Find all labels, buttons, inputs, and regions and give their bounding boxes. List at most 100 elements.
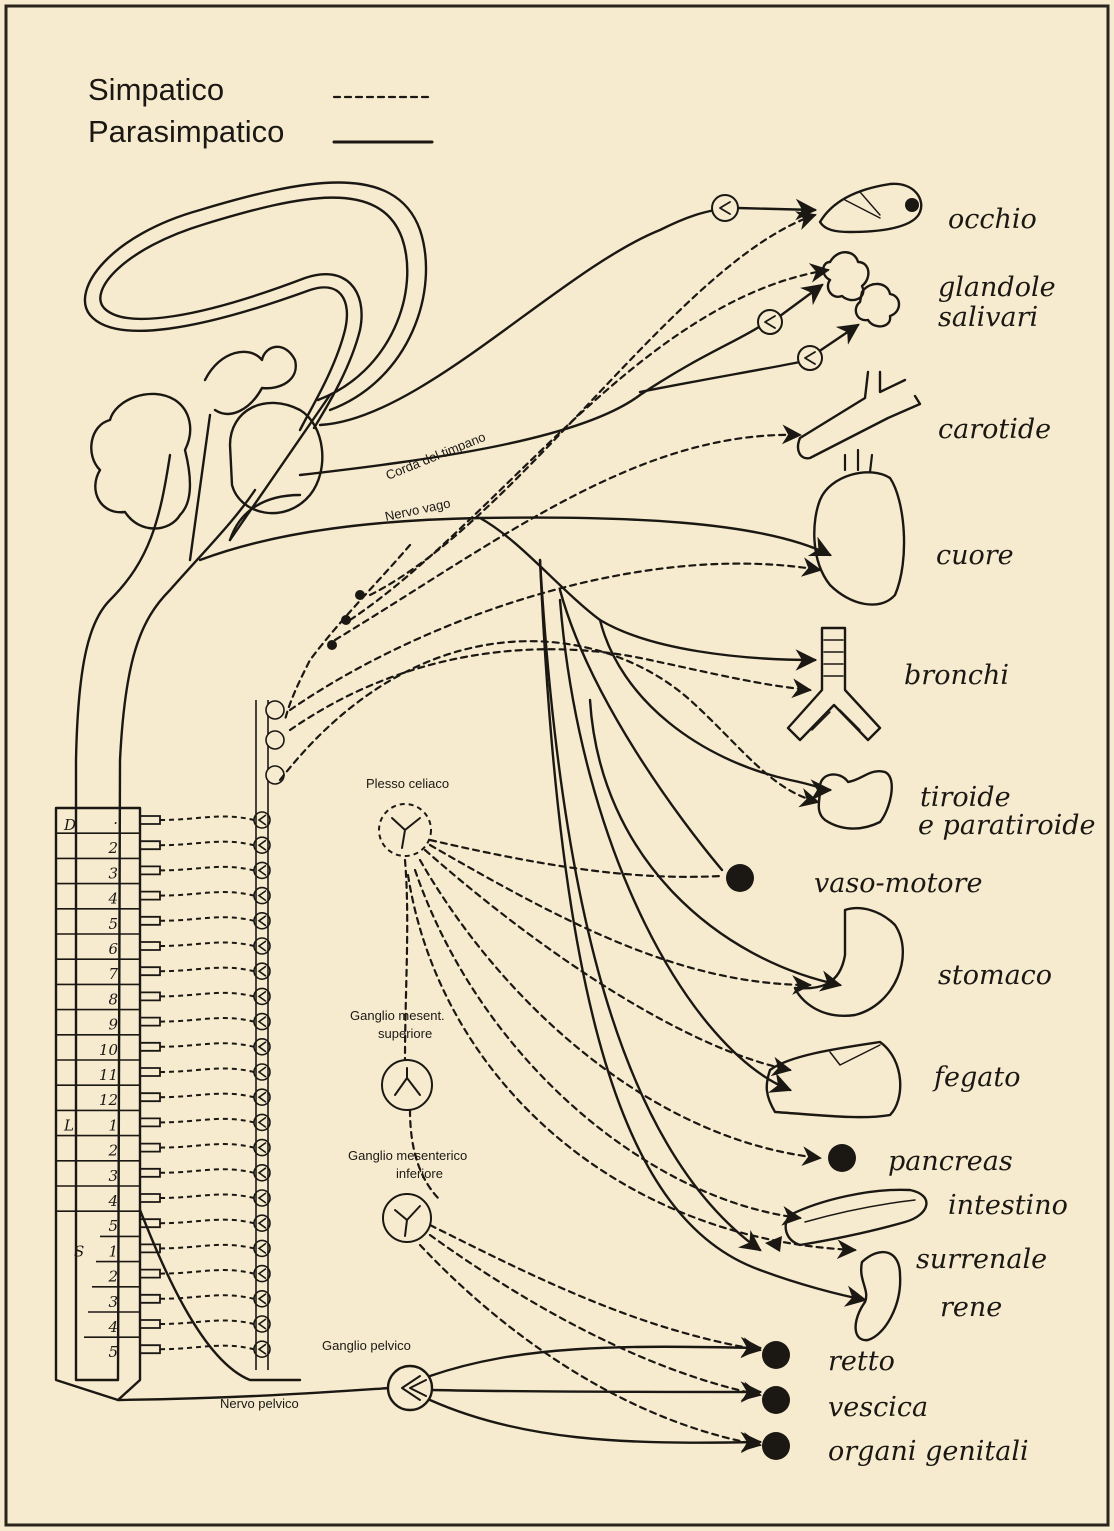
pancreas-dot xyxy=(828,1144,856,1172)
spinal-ramus xyxy=(160,1320,254,1324)
segment-number: 1 xyxy=(108,1242,118,1260)
spinal-ramus xyxy=(160,1245,254,1249)
legend-sympathetic-label: Simpatico xyxy=(88,72,224,107)
segment-number: 2 xyxy=(107,1142,118,1160)
ganglion-mesenteric-superior xyxy=(382,1060,432,1110)
label-intestino: intestino xyxy=(948,1190,1068,1221)
corda-label: Corda del timpano xyxy=(384,429,488,483)
ganglion-celiac xyxy=(379,804,431,856)
segment-root xyxy=(140,1194,160,1202)
label-rene: rene xyxy=(940,1292,1002,1323)
segment-root xyxy=(140,1068,160,1076)
label-retto: retto xyxy=(828,1346,895,1377)
spinal-ramus xyxy=(160,1018,254,1022)
segment-number: 6 xyxy=(108,940,118,958)
label-pancreas: pancreas xyxy=(888,1146,1013,1177)
label-glandole: glandole xyxy=(938,272,1056,303)
spinal-ramus xyxy=(160,842,254,846)
segment-number: 5 xyxy=(108,1217,118,1235)
genitals-dot xyxy=(762,1432,790,1460)
spinal-ramus xyxy=(160,867,254,871)
label-genitali: organi genitali xyxy=(828,1436,1029,1467)
spinal-ramus xyxy=(160,1094,254,1098)
spinal-ramus xyxy=(160,1295,254,1299)
label-carotide: carotide xyxy=(938,414,1051,445)
spinal-ramus xyxy=(160,1043,254,1047)
segment-number: 5 xyxy=(108,1343,118,1361)
cervical-ganglion-cell xyxy=(327,640,337,650)
segment-number: 9 xyxy=(108,1016,118,1034)
segment-number: 2 xyxy=(107,839,118,857)
label-paratiroide: e paratiroide xyxy=(918,810,1096,841)
segment-number: 12 xyxy=(99,1091,118,1109)
segment-root xyxy=(140,1270,160,1278)
cervical-ganglion xyxy=(266,731,284,749)
label-vaso-motore: vaso-motore xyxy=(814,868,982,899)
cervical-ganglion xyxy=(266,766,284,784)
spinal-ramus xyxy=(160,1194,254,1198)
lumbar-letter: L xyxy=(63,1116,74,1134)
label-bronchi: bronchi xyxy=(904,660,1009,691)
spinal-ramus xyxy=(160,968,254,972)
carotid-organ xyxy=(798,372,920,458)
segment-number: 8 xyxy=(108,990,118,1008)
segment-number: 3 xyxy=(108,864,118,882)
legend-parasympathetic-label: Parasimpatico xyxy=(88,114,284,149)
kidney-organ xyxy=(856,1252,901,1340)
spinal-ramus xyxy=(160,1270,254,1274)
sympathetic-chain xyxy=(254,590,365,1370)
segment-number: 2 xyxy=(107,1268,118,1286)
spinal-ramus xyxy=(160,892,254,896)
segment-root xyxy=(140,1118,160,1126)
parasympathetic-nerves xyxy=(118,208,865,1443)
segment-number: 7 xyxy=(108,965,118,983)
segment-root xyxy=(140,917,160,925)
segment-number: 4 xyxy=(107,1318,118,1336)
segment-number: · xyxy=(113,814,118,832)
spinal-rami xyxy=(160,816,254,1349)
spinal-ramus xyxy=(160,1169,254,1173)
ganglion-salivary-1 xyxy=(758,310,782,334)
bronchi-organ xyxy=(788,628,880,740)
salivary-glands-organ xyxy=(823,252,899,326)
segment-root xyxy=(140,1018,160,1026)
spinal-ramus xyxy=(160,917,254,921)
thyroid-organ xyxy=(819,771,892,828)
label-cuore: cuore xyxy=(936,540,1014,571)
segment-root xyxy=(140,992,160,1000)
segment-root xyxy=(140,1144,160,1152)
spinal-ramus xyxy=(160,1144,254,1148)
ganglion-pelvic xyxy=(388,1366,432,1410)
spinal-ramus xyxy=(160,1119,254,1123)
segment-root xyxy=(140,1043,160,1051)
bladder-dot xyxy=(762,1386,790,1414)
sacral-letter: S xyxy=(74,1242,84,1260)
segment-root xyxy=(140,892,160,900)
ganglion-mesenteric-inferior xyxy=(383,1194,431,1242)
segment-root xyxy=(140,1169,160,1177)
mesent-inf-label-2: inferiore xyxy=(396,1166,443,1181)
segment-number: 1 xyxy=(108,1116,118,1134)
segment-root xyxy=(140,816,160,824)
stomach-organ xyxy=(795,908,903,1016)
segment-root xyxy=(140,1093,160,1101)
segment-root xyxy=(140,841,160,849)
label-tiroide: tiroide xyxy=(920,782,1011,813)
ganglion-eye xyxy=(712,195,738,221)
segment-root xyxy=(140,866,160,874)
dorsal-letter: D xyxy=(63,816,76,834)
spinal-ramus xyxy=(160,1068,254,1072)
segment-number: 4 xyxy=(107,1192,118,1210)
segment-root xyxy=(140,1295,160,1303)
cervical-ganglion-cell xyxy=(355,590,365,600)
spinal-ramus xyxy=(160,1220,254,1224)
segment-number: 4 xyxy=(107,890,118,908)
segment-number: 10 xyxy=(99,1041,119,1059)
segment-number: 5 xyxy=(108,915,118,933)
segment-root xyxy=(140,1345,160,1353)
liver-organ xyxy=(767,1042,901,1117)
cervical-ganglion xyxy=(266,701,284,719)
spinal-ramus xyxy=(160,942,254,946)
label-salivari: salivari xyxy=(938,302,1038,333)
